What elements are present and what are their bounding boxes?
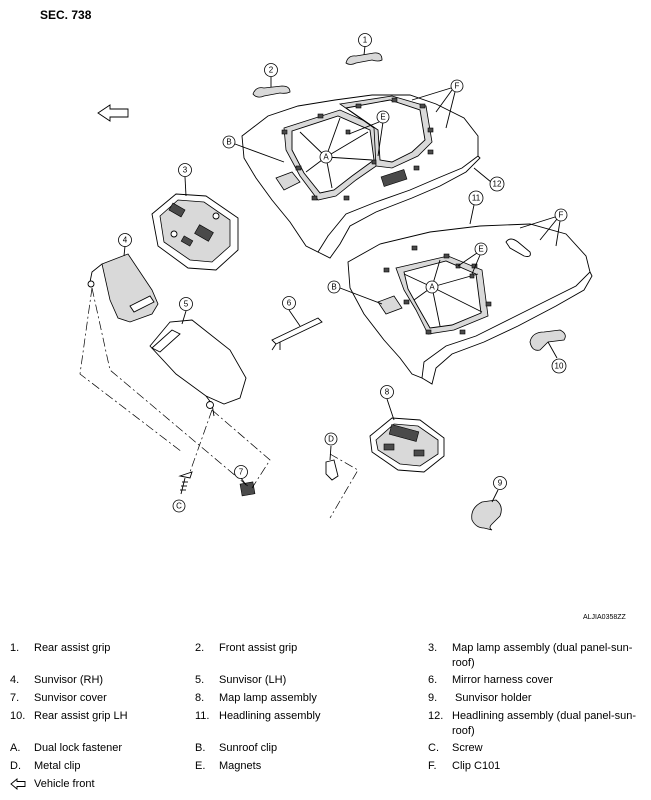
svg-text:F: F (559, 211, 564, 220)
section-title: SEC. 738 (40, 8, 92, 22)
rear-assist-grip (345, 45, 383, 65)
callout-f-lower: F (554, 208, 568, 222)
svg-text:4: 4 (123, 236, 128, 245)
svg-text:6: 6 (287, 299, 292, 308)
callout-6: 6 (282, 296, 296, 310)
callout-a-lower: A (425, 280, 439, 294)
front-assist-grip (252, 77, 291, 98)
svg-text:12: 12 (493, 180, 502, 189)
map-lamp-assembly (369, 398, 445, 473)
vehicle-front-arrow-icon (10, 778, 26, 790)
rear-assist-grip-lh (529, 329, 566, 359)
svg-text:F: F (455, 82, 460, 91)
svg-text:A: A (323, 153, 329, 162)
callout-b-upper: B (222, 135, 236, 149)
svg-text:3: 3 (183, 166, 188, 175)
callout-8: 8 (380, 385, 394, 399)
svg-text:A: A (429, 283, 435, 292)
map-lamp-assembly-dual-panel (151, 176, 239, 271)
callout-4: 4 (118, 233, 132, 247)
screw (178, 471, 193, 495)
svg-text:5: 5 (184, 300, 189, 309)
svg-text:E: E (478, 245, 483, 254)
svg-text:E: E (380, 113, 385, 122)
callout-e-lower: E (474, 242, 488, 256)
svg-text:8: 8 (385, 388, 390, 397)
sunvisor-lh (149, 310, 247, 417)
svg-text:11: 11 (472, 194, 481, 203)
vehicle-front-arrow-icon (97, 104, 129, 122)
svg-text:C: C (176, 502, 182, 511)
callout-1: 1 (358, 33, 372, 47)
svg-text:9: 9 (498, 479, 503, 488)
callout-b-lower: B (327, 280, 341, 294)
svg-text:B: B (226, 138, 231, 147)
callout-11: 11 (468, 190, 484, 206)
callout-2: 2 (264, 63, 278, 77)
callout-10: 10 (551, 358, 567, 374)
callout-3: 3 (178, 163, 192, 177)
callout-d: D (324, 432, 338, 446)
callout-c: C (172, 499, 186, 513)
callout-f-upper: F (450, 79, 464, 93)
drawing-id: ALJIA0358ZZ (583, 614, 626, 621)
callout-a-upper: A (319, 150, 333, 164)
callout-e-upper: E (376, 110, 390, 124)
headlining-dual-panel-sunroof (234, 87, 492, 259)
headlining-assembly (339, 204, 593, 385)
callout-7: 7 (234, 465, 248, 479)
svg-text:10: 10 (555, 362, 564, 371)
callout-9: 9 (493, 476, 507, 490)
svg-text:B: B (331, 283, 336, 292)
alignment-lines (79, 287, 359, 519)
sunvisor-holder (471, 489, 502, 531)
svg-text:1: 1 (363, 36, 368, 45)
svg-text:D: D (328, 435, 334, 444)
mirror-harness-cover (271, 309, 323, 351)
sunvisor-rh (87, 245, 159, 323)
callout-5: 5 (179, 297, 193, 311)
svg-text:7: 7 (239, 468, 244, 477)
metal-clip (325, 445, 339, 481)
exploded-diagram: .ln { stroke:#000; stroke-width:0.9; fil… (79, 33, 593, 531)
svg-text:2: 2 (269, 66, 274, 75)
callout-12: 12 (489, 176, 505, 192)
